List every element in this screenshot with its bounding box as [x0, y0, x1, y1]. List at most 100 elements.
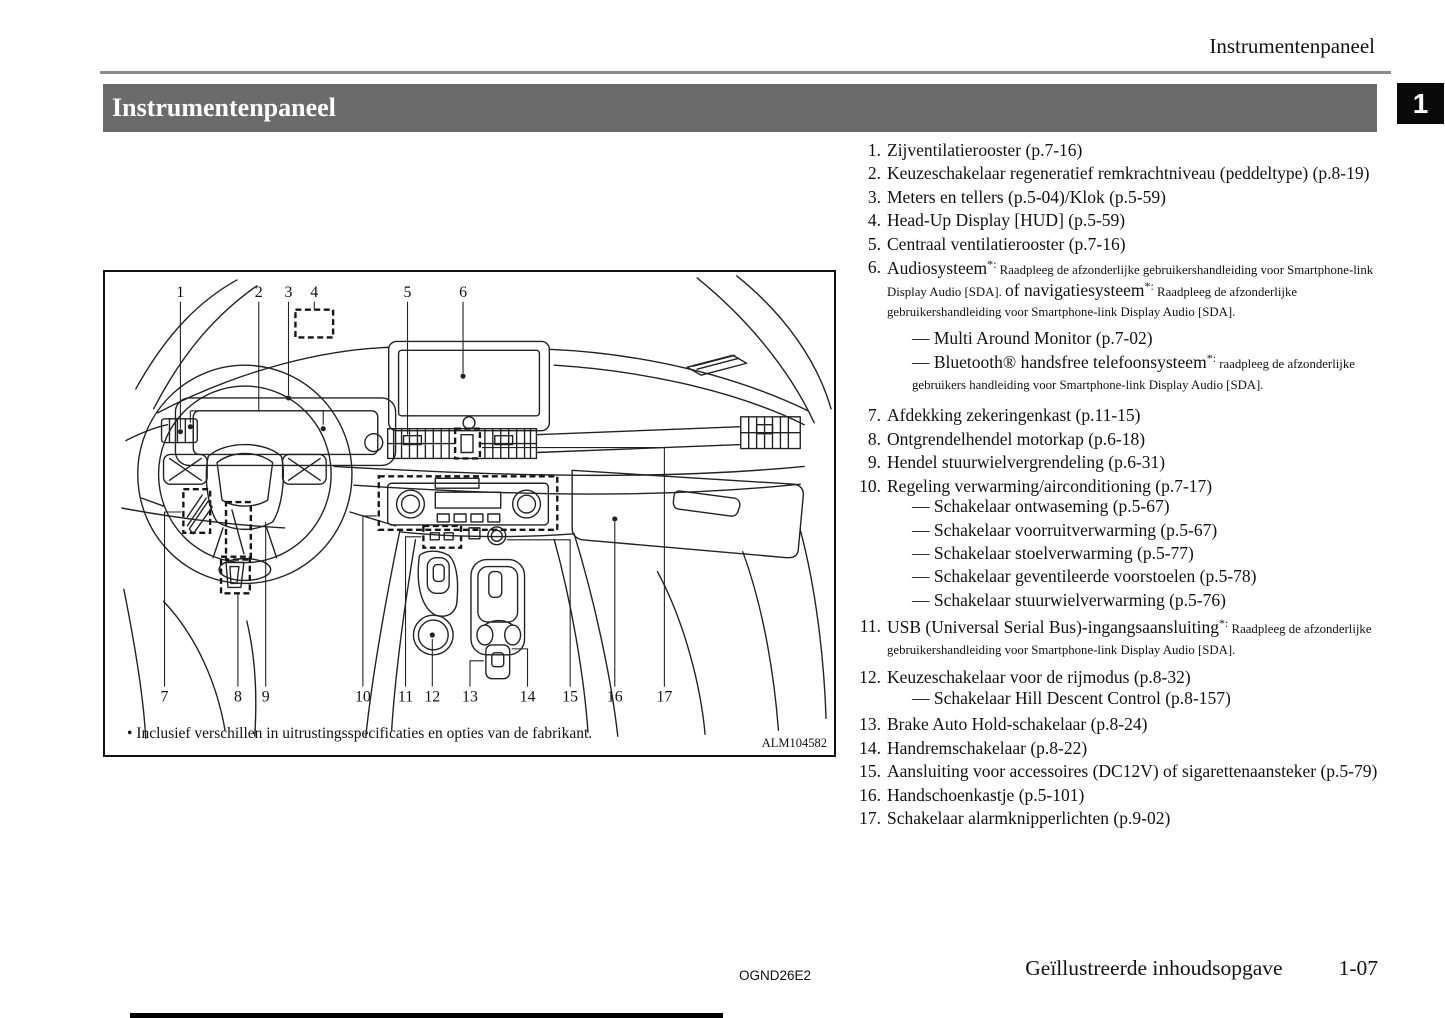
- legend-item-text: Aansluiting voor accessoires (DC12V) of …: [887, 761, 1396, 781]
- legend-item-text: Handremschakelaar (p.8-22): [887, 738, 1396, 758]
- legend-item: 10.Regeling verwarming/airconditioning (…: [851, 476, 1396, 614]
- figure-code: ALM104582: [761, 736, 827, 750]
- legend-item-number: 5.: [867, 233, 881, 254]
- legend-item-text: Keuzeschakelaar voor de rijmodus (p.8-32…: [887, 667, 1396, 711]
- fuse-box-cover: [182, 488, 213, 535]
- legend-item-number: 8.: [867, 428, 881, 449]
- legend-subitem: — Schakelaar voorruitverwarming (p.5-67): [912, 520, 1396, 540]
- center-vent-strip: [364, 416, 801, 460]
- legend-text: Handremschakelaar (p.8-22): [887, 737, 1088, 758]
- legend-text: Audiosysteem: [887, 258, 988, 279]
- callout-number: 10: [355, 688, 371, 705]
- callout-number: 16: [607, 688, 623, 705]
- legend-text: — Schakelaar stoelverwarming (p.5-77): [912, 542, 1194, 563]
- note-text: Inclusief verschillen in uitrustingsspec…: [136, 725, 593, 742]
- legend-text: Regeling verwarming/airconditioning (p.7…: [887, 475, 1213, 496]
- legend-text: — Schakelaar Hill Descent Control (p.8-1…: [912, 687, 1231, 708]
- document-code: OGND26E2: [739, 968, 812, 983]
- figure-note: • Inclusief verschillen in uitrustingssp…: [127, 725, 592, 743]
- legend-item-text: Hendel stuurwielvergrendeling (p.6-31): [887, 452, 1396, 472]
- footer-page-number: 1-07: [1338, 956, 1378, 980]
- legend-item-text: Meters en tellers (p.5-04)/Klok (p.5-59): [887, 187, 1396, 207]
- legend-item-text: Zijventilatierooster (p.7-16): [887, 140, 1396, 160]
- hazard-switch: [453, 427, 482, 460]
- legend-text: — Schakelaar ontwaseming (p.5-67): [912, 496, 1170, 517]
- running-header: Instrumentenpaneel: [1209, 34, 1375, 58]
- legend-item-number: 6.: [867, 257, 881, 278]
- legend-item: 8. Ontgrendelhendel motorkap (p.6-18): [851, 429, 1396, 449]
- legend-sublist: — Schakelaar Hill Descent Control (p.8-1…: [887, 688, 1396, 708]
- legend-text: Head-Up Display [HUD] (p.5-59): [887, 210, 1126, 231]
- legend-item: 5. Centraal ventilatierooster (p.7-16): [851, 234, 1396, 254]
- callout-number: 6: [459, 284, 467, 301]
- callout-number: 5: [404, 284, 412, 301]
- footnote-text: Raadpleeg de afzonderlijke gebruikershan…: [887, 263, 1374, 299]
- legend-item-text: Ontgrendelhendel motorkap (p.6-18): [887, 429, 1396, 449]
- legend-item-number: 13.: [859, 714, 881, 735]
- legend-item-number: 4.: [867, 210, 881, 231]
- legend-item-text: Keuzeschakelaar regeneratief remkrachtni…: [887, 163, 1396, 183]
- legend-item-text: Brake Auto Hold-schakelaar (p.8-24): [887, 714, 1396, 734]
- steering-wheel: [137, 364, 397, 585]
- footnote-marker: *:: [1218, 616, 1229, 631]
- footer-section-title: Geïllustreerde inhoudsopgave: [1025, 956, 1283, 980]
- legend-item-text: Audiosysteem*: Raadpleeg de afzonderlijk…: [887, 257, 1396, 396]
- callout-number: 14: [520, 688, 536, 705]
- legend-item-text: Regeling verwarming/airconditioning (p.7…: [887, 476, 1396, 614]
- usb-panel: [422, 524, 481, 549]
- legend-text: USB (Universal Serial Bus)-ingangsaanslu…: [887, 617, 1219, 638]
- callout-number: 17: [656, 688, 672, 705]
- legend-item: 7.Afdekking zekeringenkast (p.11-15): [851, 405, 1396, 425]
- legend-text: Ontgrendelhendel motorkap (p.6-18): [887, 428, 1146, 449]
- legend-sublist: — Multi Around Monitor (p.7-02)— Bluetoo…: [887, 328, 1396, 393]
- legend-item-text: Head-Up Display [HUD] (p.5-59): [887, 210, 1396, 230]
- legend-item: 14.Handremschakelaar (p.8-22): [851, 738, 1396, 758]
- legend-subitem: — Schakelaar ontwaseming (p.5-67): [912, 496, 1396, 516]
- callout-number: 7: [161, 688, 169, 705]
- legend-sublist: — Schakelaar ontwaseming (p.5-67)— Schak…: [887, 496, 1396, 610]
- page-title: Instrumentenpaneel: [103, 84, 1377, 132]
- legend-subitem: — Schakelaar stuurwielverwarming (p.5-76…: [912, 590, 1396, 610]
- legend-text: Hendel stuurwielvergrendeling (p.6-31): [887, 452, 1166, 473]
- legend-text: — Schakelaar voorruitverwarming (p.5-67): [912, 519, 1218, 540]
- legend-text: Keuzeschakelaar voor de rijmodus (p.8-32…: [887, 667, 1191, 688]
- page-footer: Geïllustreerde inhoudsopgave 1-07: [1025, 956, 1378, 981]
- legend-item: 6. Audiosysteem*: Raadpleeg de afzonderli…: [851, 257, 1396, 396]
- callout-number: 3: [285, 284, 293, 301]
- callout-number: 8: [234, 688, 242, 705]
- legend-item-text: Schakelaar alarmknipperlichten (p.9-02): [887, 808, 1396, 828]
- legend-item-number: 9.: [867, 452, 881, 473]
- legend-text: — Bluetooth® handsfree telefoonsysteem: [912, 352, 1207, 373]
- legend-list: 1.Zijventilatierooster (p.7-16)2.Keuzesc…: [851, 140, 1396, 832]
- legend-text: Schakelaar alarmknipperlichten (p.9-02): [887, 808, 1171, 829]
- legend-item-text: USB (Universal Serial Bus)-ingangsaanslu…: [887, 616, 1396, 658]
- callout-number: 12: [424, 688, 440, 705]
- footnote-marker: *:: [987, 257, 997, 272]
- legend-item-number: 2.: [867, 163, 881, 184]
- callout-number: 1: [176, 284, 184, 301]
- legend-text: — Schakelaar geventileerde voorstoelen (…: [912, 566, 1257, 587]
- callout-number: 11: [398, 688, 413, 705]
- hood-release-handle: [219, 555, 252, 595]
- legend-item-number: 16.: [859, 784, 881, 805]
- legend-item: 15.Aansluiting voor accessoires (DC12V) …: [851, 761, 1396, 781]
- callout-number: 13: [462, 688, 478, 705]
- callout-number: 2: [255, 284, 263, 301]
- legend-text: Meters en tellers (p.5-04)/Klok (p.5-59): [887, 186, 1166, 207]
- legend-text: Keuzeschakelaar regeneratief remkrachtni…: [887, 163, 1370, 184]
- center-console: [365, 531, 619, 737]
- legend-text: Aansluiting voor accessoires (DC12V) of …: [887, 761, 1378, 782]
- callout-number: 4: [310, 284, 318, 301]
- legend-text: Zijventilatierooster (p.7-16): [887, 140, 1083, 160]
- legend-text: Centraal ventilatierooster (p.7-16): [887, 233, 1126, 254]
- legend-item-number: 3.: [867, 186, 881, 207]
- legend-text: of navigatiesysteem: [1005, 279, 1145, 300]
- glovebox: [571, 469, 805, 559]
- callout-number: 15: [562, 688, 578, 705]
- legend-text: Afdekking zekeringenkast (p.11-15): [887, 405, 1141, 426]
- legend-subitem: — Schakelaar stoelverwarming (p.5-77): [912, 543, 1396, 563]
- legend-item: 11.USB (Universal Serial Bus)-ingangsaan…: [851, 616, 1396, 658]
